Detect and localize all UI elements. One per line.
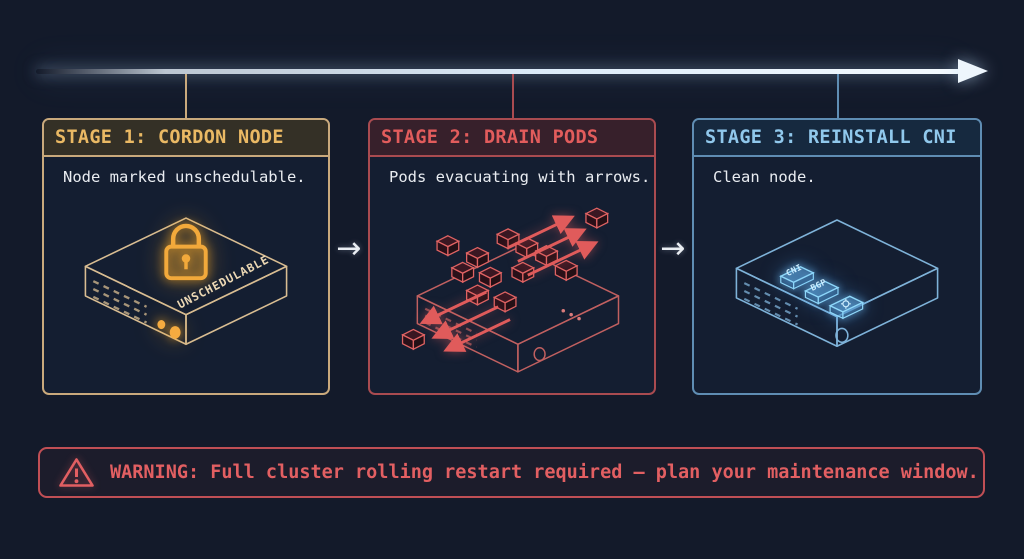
server-box-outline xyxy=(416,246,620,373)
stage-3-connector xyxy=(837,74,839,118)
timeline-arrowhead-icon xyxy=(958,59,988,83)
cni-chip: CNI xyxy=(779,262,815,290)
stage-3-illustration: CNI BGP xyxy=(694,188,980,394)
arrow-right-icon: → xyxy=(336,231,362,266)
stage-2-illustration xyxy=(370,188,654,394)
stage-1-description: Node marked unschedulable. xyxy=(63,168,306,186)
escaped-pod-cube xyxy=(401,328,425,350)
ellipsis-dots xyxy=(561,308,581,321)
led-lights xyxy=(157,319,181,339)
timeline-arrow xyxy=(36,69,960,74)
server-box-outline xyxy=(735,219,939,348)
warning-text: WARNING: Full cluster rolling restart re… xyxy=(110,462,979,483)
stage-card-cordon-node: STAGE 1: CORDON NODE Node marked unsched… xyxy=(42,118,330,395)
stage-3-description: Clean node. xyxy=(713,168,816,186)
stage-2-title: STAGE 2: DRAIN PODS xyxy=(381,127,599,148)
stage-card-reinstall-cni: STAGE 3: REINSTALL CNI Clean node. xyxy=(692,118,982,395)
clean-node-graphic: CNI BGP xyxy=(735,219,939,348)
power-button xyxy=(533,346,546,362)
arrow-right-icon: → xyxy=(660,231,686,266)
stage-card-drain-pods: STAGE 2: DRAIN PODS Pods evacuating with… xyxy=(368,118,656,395)
cordoned-node-graphic: UNSCHEDULABLE xyxy=(84,217,288,346)
gear-icon xyxy=(840,298,851,309)
warning-banner: WARNING: Full cluster rolling restart re… xyxy=(38,447,985,498)
stage-1-connector xyxy=(185,74,187,118)
stage-2-header: STAGE 2: DRAIN PODS xyxy=(370,120,654,157)
stage-2-connector xyxy=(512,74,514,118)
warning-triangle-icon xyxy=(59,458,94,487)
escaped-pod-cube xyxy=(585,207,609,229)
draining-node-graphic xyxy=(401,207,620,373)
stage-3-header: STAGE 3: REINSTALL CNI xyxy=(694,120,980,157)
server-box-outline xyxy=(84,217,288,346)
vent-slats xyxy=(743,282,799,326)
stage-1-header: STAGE 1: CORDON NODE xyxy=(44,120,328,157)
bgp-chip: BGP xyxy=(803,277,840,305)
evacuation-arrows xyxy=(419,215,599,352)
power-button xyxy=(835,327,849,344)
logo-chip xyxy=(828,295,865,320)
stage-2-description: Pods evacuating with arrows. xyxy=(389,168,651,186)
vent-slats xyxy=(92,280,148,324)
stage-3-title: STAGE 3: REINSTALL CNI xyxy=(705,127,957,148)
padlock-icon xyxy=(164,223,208,281)
stage-1-illustration: UNSCHEDULABLE xyxy=(44,188,328,394)
pod-cubes xyxy=(401,207,609,350)
stage-1-title: STAGE 1: CORDON NODE xyxy=(55,127,284,148)
